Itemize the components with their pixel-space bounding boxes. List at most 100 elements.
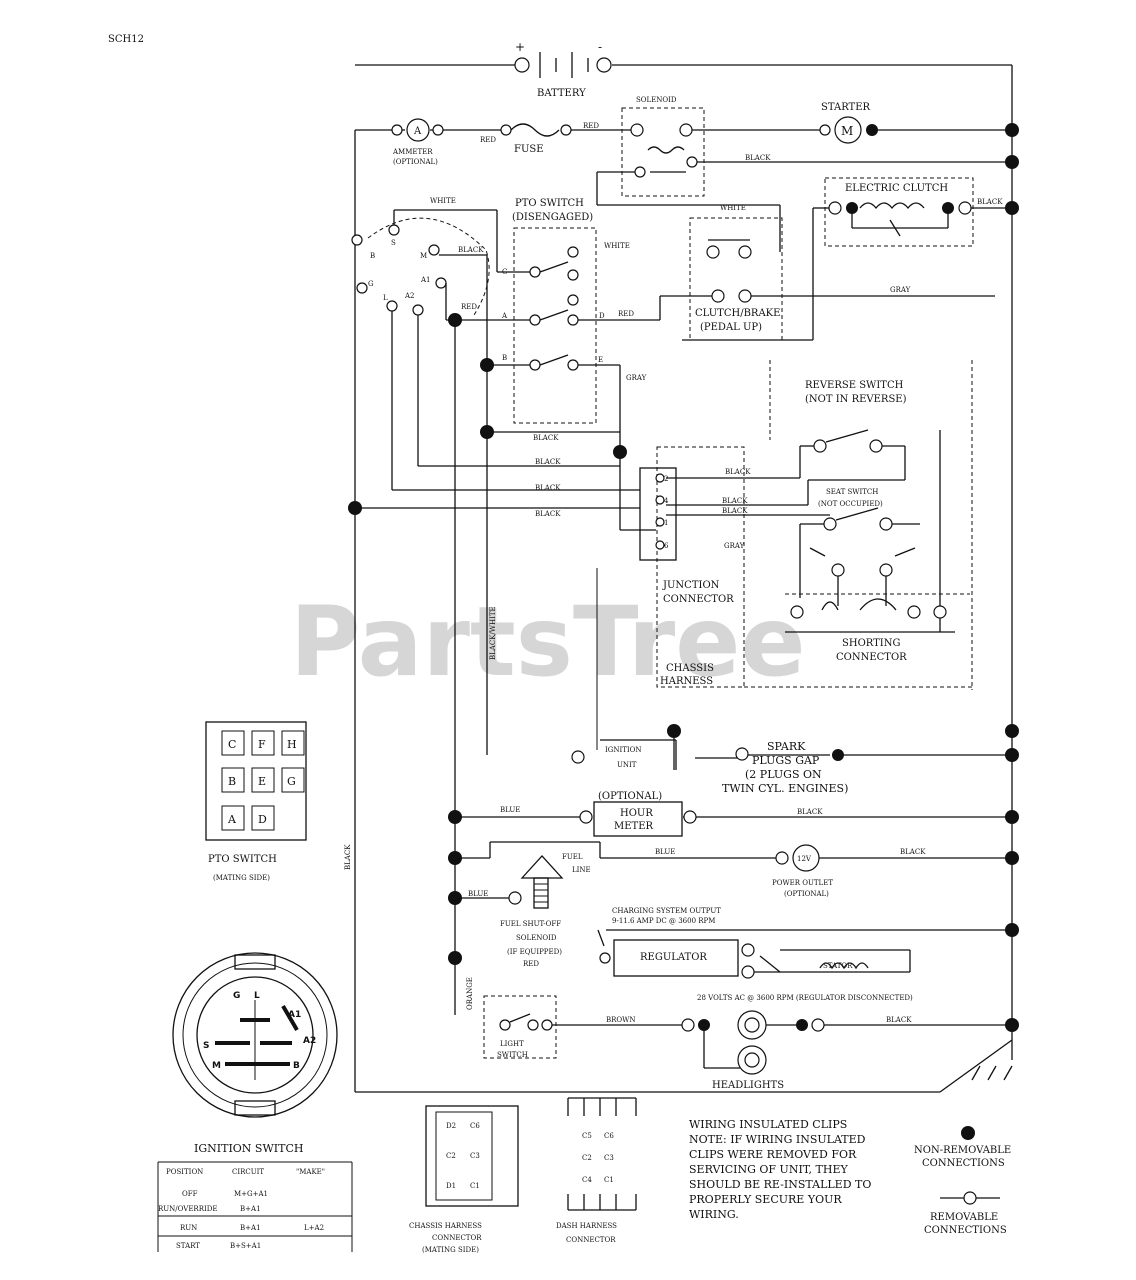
hour-meter-optional: (OPTIONAL) bbox=[598, 791, 662, 802]
ign-face-m: M bbox=[212, 1061, 221, 1071]
ign-face-g: G bbox=[233, 991, 240, 1001]
pto-pin-c: C bbox=[228, 738, 236, 751]
legend-non-removable-2: CONNECTIONS bbox=[922, 1158, 1005, 1169]
pto-switch-label: PTO SWITCH bbox=[515, 198, 584, 209]
ignition-unit-label-1: IGNITION bbox=[605, 746, 642, 754]
shorting-connector-label-2: CONNECTOR bbox=[836, 652, 907, 663]
wire-label-red-4: RED bbox=[618, 310, 634, 318]
ign-terminal-l: L bbox=[383, 294, 388, 302]
legend: NON-REMOVABLE CONNECTIONS REMOVABLE CONN… bbox=[914, 1126, 1011, 1236]
spark-plugs-label-3: (2 PLUGS ON bbox=[745, 768, 822, 781]
dash-connector-title-1: DASH HARNESS bbox=[556, 1222, 617, 1230]
regulator-label: REGULATOR bbox=[640, 952, 707, 963]
dash-connector-title-2: CONNECTOR bbox=[566, 1236, 616, 1244]
wire-label-black-clutch: BLACK bbox=[977, 198, 1003, 206]
clips-title: WIRING INSULATED CLIPS bbox=[689, 1118, 847, 1131]
wire-label-white-1: WHITE bbox=[430, 197, 456, 205]
ign-table-r1-circuit: M+G+A1 bbox=[234, 1190, 268, 1198]
ign-table-r3-make: L+A2 bbox=[304, 1224, 324, 1232]
stator-label: STATOR bbox=[823, 962, 853, 970]
fuel-line-label-1: FUEL bbox=[562, 853, 583, 861]
ammeter-optional-label: (OPTIONAL) bbox=[393, 158, 438, 166]
power-outlet: BLUE 12V BLACK POWER OUTLET (OPTIONAL) F… bbox=[455, 841, 926, 898]
light-switch-label-1: LIGHT bbox=[500, 1040, 524, 1048]
pto-terminal-c: C bbox=[502, 268, 507, 276]
chassis-pin-c2: C2 bbox=[446, 1152, 456, 1160]
battery-terminal-positive bbox=[514, 57, 530, 73]
light-switch: BROWN LIGHT SWITCH bbox=[483, 995, 682, 1059]
reverse-switch-state: (NOT IN REVERSE) bbox=[805, 394, 907, 405]
doc-code: SCH12 bbox=[108, 34, 144, 45]
spark-plugs-label-2: PLUGS GAP bbox=[752, 754, 820, 767]
starter-label: STARTER bbox=[821, 102, 871, 113]
wire-label-blue-1: BLUE bbox=[500, 806, 520, 814]
pto-pin-b: B bbox=[228, 775, 236, 788]
ignition-switch-table: POSITION CIRCUIT "MAKE" OFF M+G+A1 RUN/O… bbox=[157, 1161, 353, 1252]
battery-minus-sign: - bbox=[598, 40, 602, 54]
regulator: CHARGING SYSTEM OUTPUT 9-11.6 AMP DC @ 3… bbox=[597, 907, 913, 1002]
charging-output-label-1: CHARGING SYSTEM OUTPUT bbox=[612, 907, 721, 915]
clutch-brake-switch: WHITE CLUTCH/BRAKE (PEDAL UP) GRAY bbox=[659, 204, 995, 341]
dash-pin-c4: C4 bbox=[582, 1176, 592, 1184]
chassis-pin-c1: C1 bbox=[470, 1182, 480, 1190]
wire-label-black-2: BLACK bbox=[533, 434, 559, 442]
wire-label-blue-2: BLUE bbox=[655, 848, 675, 856]
reverse-switch: REVERSE SWITCH (NOT IN REVERSE) bbox=[769, 360, 973, 690]
fuse-label: FUSE bbox=[514, 144, 544, 155]
wire-label-black-white: BLACK/WHITE bbox=[489, 606, 497, 660]
pto-pin-g: G bbox=[287, 775, 296, 788]
wire-label-black-j4: BLACK bbox=[722, 497, 748, 505]
fuel-shutoff-solenoid: BLUE FUEL SHUT-OFF SOLENOID (IF EQUIPPED… bbox=[455, 855, 564, 968]
ign-table-header-circuit: CIRCUIT bbox=[232, 1168, 264, 1176]
ign-terminal-g: G bbox=[368, 280, 374, 288]
fuel-shutoff-label-2: SOLENOID bbox=[516, 934, 557, 942]
chassis-harness-label-1: CHASSIS bbox=[666, 663, 714, 674]
light-switch-label-2: SWITCH bbox=[497, 1051, 528, 1059]
junction-label-2: CONNECTOR bbox=[663, 594, 734, 605]
chassis-connector-title-1: CHASSIS HARNESS bbox=[409, 1222, 482, 1230]
solenoid-label: SOLENOID bbox=[636, 96, 677, 104]
battery: + - BATTERY bbox=[514, 40, 612, 99]
connection-dots bbox=[348, 123, 1019, 1032]
ign-table-r4-circuit: B+S+A1 bbox=[230, 1242, 261, 1250]
pto-mating-diagram: C F H B E G A D PTO SWITCH (MATING SIDE) bbox=[205, 721, 307, 882]
pto-pin-e: E bbox=[258, 775, 266, 788]
electric-clutch-label: ELECTRIC CLUTCH bbox=[845, 183, 948, 194]
wire-label-black-3: BLACK bbox=[535, 458, 561, 466]
ign-table-r2-circuit: B+A1 bbox=[240, 1205, 261, 1213]
ign-terminal-s: S bbox=[391, 239, 396, 247]
wire-label-black-hm: BLACK bbox=[797, 808, 823, 816]
ignition-unit-label-2: UNIT bbox=[617, 761, 637, 769]
wire-label-black-1: BLACK bbox=[458, 246, 484, 254]
clips-note-3: SERVICING OF UNIT, THEY bbox=[689, 1163, 848, 1176]
pto-terminal-b: B bbox=[502, 354, 507, 362]
wire-label-blue-3: BLUE bbox=[468, 890, 488, 898]
pto-terminal-d: D bbox=[599, 312, 605, 320]
wire-label-red-fs: RED bbox=[523, 960, 539, 968]
clips-note-6: WIRING. bbox=[689, 1208, 739, 1221]
wire-label-black-5: BLACK bbox=[535, 510, 561, 518]
wire-label-black-4: BLACK bbox=[535, 484, 561, 492]
charging-output-label-2: 9-11.6 AMP DC @ 3600 RPM bbox=[612, 917, 715, 925]
ign-face-b: B bbox=[293, 1061, 300, 1071]
fuel-shutoff-label-1: FUEL SHUT-OFF bbox=[500, 920, 561, 928]
fuel-shutoff-label-3: (IF EQUIPPED) bbox=[507, 948, 562, 956]
dash-pin-c6: C6 bbox=[604, 1132, 614, 1140]
chassis-pin-d1: D1 bbox=[446, 1182, 456, 1190]
ign-face-a2: A2 bbox=[303, 1036, 316, 1046]
ign-terminal-a1: A1 bbox=[420, 276, 431, 284]
ignition-switch-title: IGNITION SWITCH bbox=[194, 1142, 303, 1155]
battery-terminal-negative bbox=[596, 57, 612, 73]
junction-pin-1: 1 bbox=[664, 519, 668, 527]
ign-table-r4-position: START bbox=[176, 1242, 200, 1250]
ign-terminal-b: B bbox=[370, 252, 375, 260]
main-wires bbox=[354, 64, 1013, 1093]
legend-non-removable-symbol bbox=[961, 1126, 975, 1140]
dash-pin-c1: C1 bbox=[604, 1176, 614, 1184]
solenoid: SOLENOID bbox=[596, 96, 781, 252]
dash-pin-c3: C3 bbox=[604, 1154, 614, 1162]
electric-clutch: ELECTRIC CLUTCH BLACK bbox=[812, 177, 1012, 340]
chassis-connector-title-3: (MATING SIDE) bbox=[422, 1246, 479, 1254]
watermark: PartsTree bbox=[290, 586, 805, 698]
